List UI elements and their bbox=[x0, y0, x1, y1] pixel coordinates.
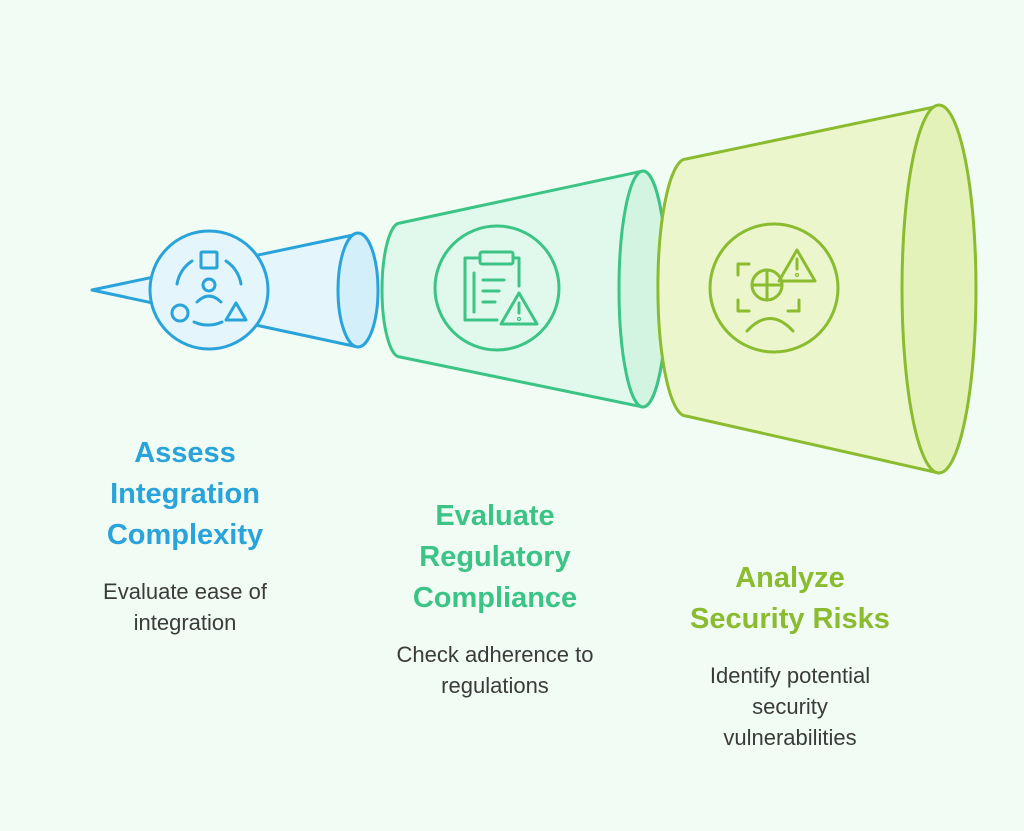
funnel-segment-3-rim bbox=[900, 103, 978, 475]
stage-3-icon-badge bbox=[708, 222, 840, 354]
stage-2-icon-badge bbox=[433, 224, 561, 352]
clipboard-warning-icon bbox=[463, 250, 539, 326]
stage-2-title: Evaluate Regulatory Compliance bbox=[412, 500, 578, 614]
stage-1-title: Assess Integration Complexity bbox=[106, 437, 264, 551]
funnel-segment-3 bbox=[656, 103, 978, 475]
stage-1-text: Assess Integration Complexity Evaluate e… bbox=[60, 433, 310, 638]
funnel-segment-1 bbox=[90, 229, 380, 351]
face-scan-warning-icon bbox=[736, 248, 817, 333]
integration-people-shapes-icon bbox=[170, 250, 248, 327]
funnel-segment-1-rim bbox=[336, 231, 380, 349]
stage-3-title: Analyze Security Risks bbox=[690, 562, 890, 635]
stage-3-description: Identify potential security vulnerabilit… bbox=[709, 663, 871, 750]
stage-2-description: Check adherence to regulations bbox=[396, 642, 594, 698]
stage-3-text: Analyze Security Risks Identify potentia… bbox=[650, 558, 930, 753]
funnel-segment-2 bbox=[380, 169, 669, 409]
stage-1-description: Evaluate ease of integration bbox=[103, 579, 267, 635]
stage-2-text: Evaluate Regulatory Compliance Check adh… bbox=[355, 496, 635, 701]
